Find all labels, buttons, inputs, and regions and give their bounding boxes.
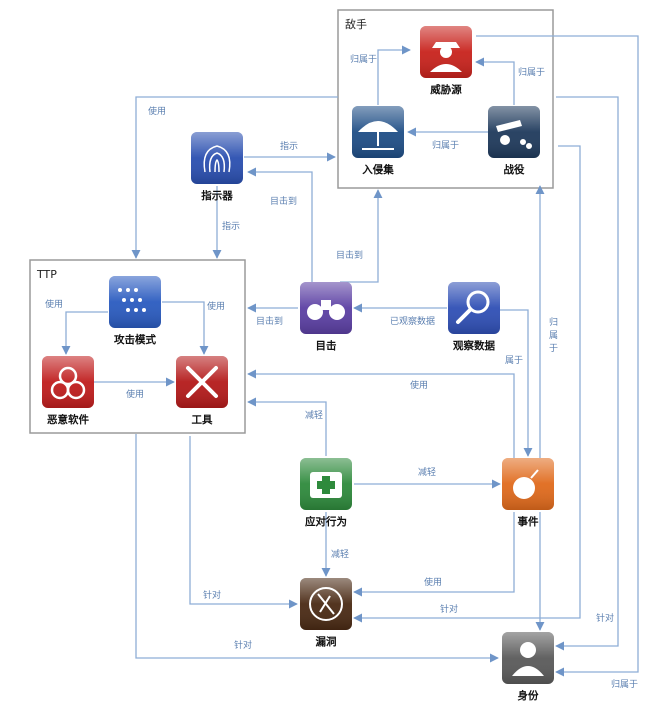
edge-sighting-intrusion xyxy=(340,189,383,283)
node-malware[interactable]: 恶意软件 xyxy=(42,356,94,426)
edge-label-incident-campaign-b: 属 xyxy=(549,330,558,341)
edge-incident-vuln xyxy=(353,512,515,597)
umbrella-icon xyxy=(358,121,398,150)
edge-label-incident-vuln: 使用 xyxy=(424,576,442,588)
edge-label-threat-uses: 使用 xyxy=(148,105,166,117)
edge-label-attack-tool: 使用 xyxy=(207,300,225,312)
vulnerability-label: 漏洞 xyxy=(316,635,337,648)
node-campaign[interactable]: 战役 xyxy=(488,106,540,176)
edge-incident-uses-ttp xyxy=(247,369,515,458)
person-icon xyxy=(512,642,544,676)
indicator-label: 指示器 xyxy=(201,189,233,202)
binoculars-icon xyxy=(307,300,345,320)
edge-label-attack-malware: 使用 xyxy=(45,298,63,310)
tool-label: 工具 xyxy=(192,414,213,426)
intrusion-set-label: 入侵集 xyxy=(362,163,394,176)
node-vulnerability[interactable]: 漏洞 xyxy=(300,578,352,648)
edge-label-incident-belongs: 属于 xyxy=(505,355,523,366)
edge-intrusion-threat xyxy=(377,45,411,105)
campaign-label: 战役 xyxy=(504,163,525,176)
fingerprint-icon xyxy=(203,145,231,173)
edge-label-coa-vuln: 减轻 xyxy=(331,548,349,560)
edge-label-malware-targets: 针对 xyxy=(234,639,252,651)
biohazard-icon xyxy=(50,366,86,400)
node-tool[interactable]: 工具 xyxy=(176,356,228,426)
edge-label-incident-uses-ttp: 使用 xyxy=(410,379,428,391)
edge-label-incident-campaign-c: 于 xyxy=(549,343,558,354)
adversary-group-title: 敌手 xyxy=(345,17,367,31)
edge-label-sighting-intrusion: 目击到 xyxy=(336,249,363,261)
broken-shield-icon xyxy=(309,587,343,621)
identity-label: 身份 xyxy=(518,689,539,702)
course-of-action-label: 应对行为 xyxy=(305,515,347,528)
node-incident[interactable]: 事件 xyxy=(502,458,554,528)
threat-actor-label: 威胁源 xyxy=(430,83,462,96)
edge-attack-tool xyxy=(162,301,209,355)
node-intrusion-set[interactable]: 入侵集 xyxy=(352,106,404,176)
incident-label: 事件 xyxy=(518,515,539,528)
edge-label-identity-threat: 归属于 xyxy=(611,678,638,690)
node-attack-pattern[interactable]: 攻击模式 xyxy=(109,276,161,346)
edge-label-campaign-threat: 归属于 xyxy=(518,66,545,78)
edge-threat-actor-identity xyxy=(476,35,639,677)
node-indicator[interactable]: 指示器 xyxy=(191,132,243,202)
node-course-of-action[interactable]: 应对行为 xyxy=(300,458,352,528)
edge-tool-vuln xyxy=(189,436,298,609)
node-threat-actor[interactable]: 威胁源 xyxy=(420,26,472,96)
edge-label-indicator-indicates: 指示 xyxy=(280,140,298,152)
play-diagram-icon xyxy=(118,288,146,312)
edge-label-coa-tool: 减轻 xyxy=(305,409,323,421)
edge-label-malware-tool: 使用 xyxy=(126,388,144,400)
node-sighting[interactable]: 目击 xyxy=(300,282,352,352)
edge-label-coa-incident: 减轻 xyxy=(418,466,436,478)
edge-campaign-vuln xyxy=(353,145,581,623)
edge-label-campaign-intrusion: 归属于 xyxy=(432,139,459,151)
observed-data-label: 观察数据 xyxy=(453,339,495,352)
edge-threat-uses-ttp xyxy=(131,96,338,259)
edge-label-sighting-indicator: 目击到 xyxy=(270,195,297,207)
first-aid-kit-icon xyxy=(310,472,342,498)
spy-icon xyxy=(430,42,462,72)
edge-attack-malware xyxy=(61,311,108,355)
wrench-hammer-icon xyxy=(186,366,218,398)
node-identity[interactable]: 身份 xyxy=(502,632,554,702)
edge-label-incident-campaign-a: 归 xyxy=(549,316,558,328)
edge-label-observed-sighting: 已观察数据 xyxy=(390,315,435,327)
edge-label-identity-campaign: 针对 xyxy=(596,612,614,624)
edge-label-intrusion-threat: 归属于 xyxy=(350,53,377,65)
edge-threat-identity xyxy=(555,96,619,651)
edge-label-identity-targets: 针对 xyxy=(440,603,458,615)
sighting-label: 目击 xyxy=(316,339,337,352)
ttp-group-title: TTP xyxy=(36,268,57,281)
edge-sighting-indicator xyxy=(247,167,313,282)
edge-ttp-identity xyxy=(135,434,499,663)
edge-label-tool-targets: 针对 xyxy=(203,589,221,601)
edges: 归属于 归属于 归属于 使用 指示 指示 目击到 目击到 目击到 已观察数据 使… xyxy=(45,35,639,690)
attack-pattern-label: 攻击模式 xyxy=(114,333,156,346)
cannon-icon xyxy=(496,120,532,149)
edge-coa-ttp xyxy=(247,397,327,456)
malware-label: 恶意软件 xyxy=(47,413,89,426)
node-observed-data[interactable]: 观察数据 xyxy=(448,282,500,352)
edge-label-indicator-ttp: 指示 xyxy=(222,220,240,232)
magnifier-icon xyxy=(456,290,490,324)
edge-observed-incident xyxy=(500,309,533,457)
edge-campaign-threat xyxy=(475,57,515,105)
bomb-icon xyxy=(513,469,539,499)
edge-label-sighting-ttp: 目击到 xyxy=(256,315,283,327)
